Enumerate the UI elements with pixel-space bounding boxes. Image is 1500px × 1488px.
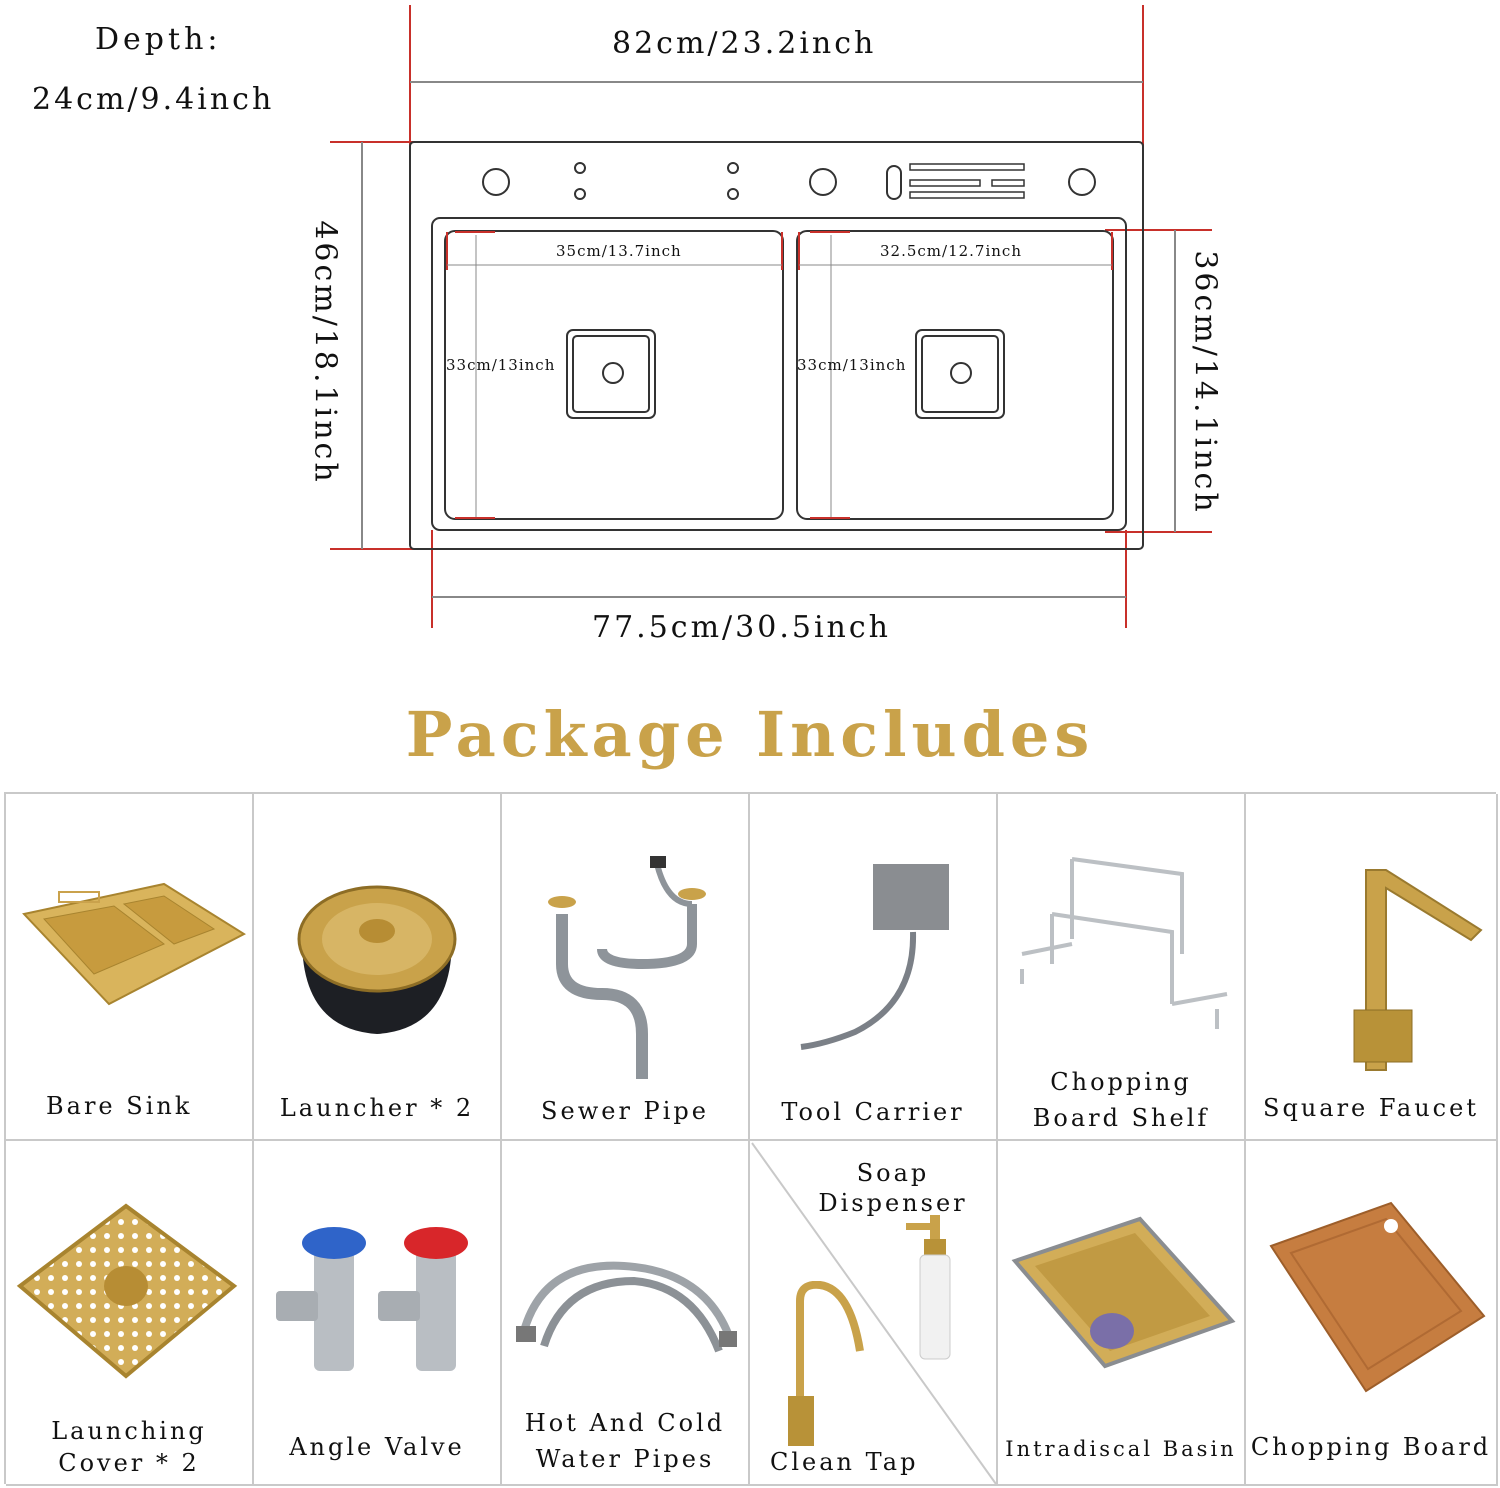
package-item-launching-cover: Launching Cover * 2 [6,1141,254,1486]
label-chopping-board-shelf-2: Board Shelf [1032,1104,1210,1132]
sewer-pipe-icon [548,856,706,1079]
right-height-label: 36cm/14.1inch [1187,250,1223,515]
label-sewer-pipe: Sewer Pipe [541,1097,709,1125]
label-water-pipes-1: Hot And Cold [524,1409,726,1437]
package-item-chopping-board: Chopping Board [1246,1141,1498,1486]
label-launching-cover-1: Launching [51,1417,207,1445]
tool-carrier-icon [800,864,949,1050]
package-item-angle-valve: Angle Valve [254,1141,502,1486]
depth-label: Depth: [95,22,222,57]
label-chopping-board: Chopping Board [1250,1433,1492,1461]
cell-diagonal-divider [751,1142,997,1485]
left-bowl-width-label: 35cm/13.7inch [556,242,682,260]
water-pipes-icon [516,1261,737,1353]
square-faucet-icon [1353,869,1483,1071]
intradiscal-basin-icon [1011,1216,1236,1369]
chopping-board-shelf-icon [1020,857,1228,1029]
package-item-water-pipes: Hot And Cold Water Pipes [502,1141,750,1486]
label-soap-dispenser-2: Dispenser [818,1189,968,1217]
package-title: Package Includes [405,698,1095,771]
package-grid: Bare Sink Launcher * 2 Sewer Pipe Tool C… [4,792,1498,1486]
launcher-icon [297,885,457,1034]
package-item-launcher: Launcher * 2 [254,794,502,1141]
right-bowl-width-label: 32.5cm/12.7inch [880,242,1022,260]
label-tool-carrier: Tool Carrier [781,1098,965,1126]
label-soap-dispenser-1: Soap [856,1159,930,1187]
depth-value: 24cm/9.4inch [32,82,275,117]
left-bowl-depth-label: 33cm/13inch [446,356,556,374]
label-water-pipes-2: Water Pipes [535,1445,715,1473]
package-item-square-faucet: Square Faucet [1246,794,1498,1141]
label-angle-valve: Angle Valve [289,1433,465,1461]
package-item-bare-sink: Bare Sink [6,794,254,1141]
angle-valve-icon [276,1227,468,1371]
label-square-faucet: Square Faucet [1263,1094,1479,1122]
label-clean-tap: Clean Tap [770,1448,919,1476]
package-item-soap-dispenser-clean-tap: Soap Dispenser Clean Tap [750,1141,998,1486]
package-item-tool-carrier: Tool Carrier [750,794,998,1141]
left-height-label: 46cm/18.1inch [307,220,343,485]
chopping-board-icon [1269,1201,1486,1393]
clean-tap-icon [788,1281,864,1446]
launching-cover-icon [16,1203,238,1379]
label-chopping-board-shelf-1: Chopping [1050,1068,1192,1096]
label-intradiscal-basin: Intradiscal Basin [1005,1437,1237,1461]
bare-sink-icon [22,882,246,1006]
package-item-intradiscal-basin: Intradiscal Basin [998,1141,1246,1486]
soap-dispenser-icon [906,1215,951,1360]
package-item-sewer-pipe: Sewer Pipe [502,794,750,1141]
top-width-label: 82cm/23.2inch [612,26,877,61]
label-launcher: Launcher * 2 [279,1094,475,1122]
bottom-width-label: 77.5cm/30.5inch [592,610,891,645]
label-bare-sink: Bare Sink [46,1092,193,1120]
label-launching-cover-2: Cover * 2 [58,1449,200,1477]
right-bowl-depth-label: 33cm/13inch [797,356,907,374]
package-item-chopping-board-shelf: Chopping Board Shelf [998,794,1246,1141]
sink-dimension-diagram [330,5,1212,628]
